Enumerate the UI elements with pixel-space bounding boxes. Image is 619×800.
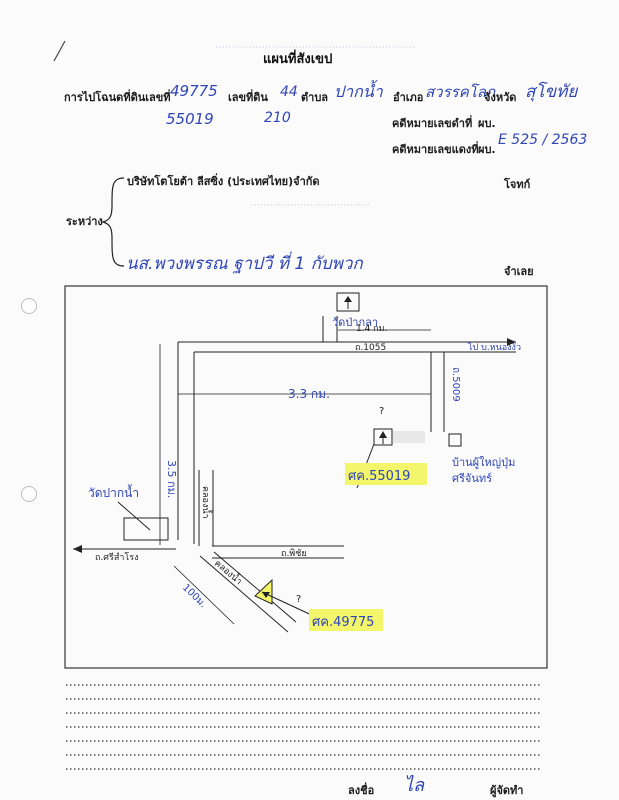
land-number-2: 210 [264, 110, 291, 126]
plot-49775-highlight [309, 609, 383, 631]
province-value: สุโขทัย [525, 82, 578, 102]
deed-number-2: 55019 [166, 110, 214, 128]
marker-2-label: ? [296, 594, 301, 605]
temple-top-box [336, 292, 360, 312]
dimension-100m [173, 565, 235, 625]
case-black-prefix: ผบ. [478, 117, 496, 130]
road-srisamrong-label: ถ.ศรีสำโรง [95, 552, 138, 563]
signature: ไล [404, 775, 425, 796]
road-5009-label: ถ.5009 [450, 367, 461, 402]
case-red-value: E 525 / 2563 [498, 132, 588, 148]
plaintiff-role: โจทก์ [504, 178, 531, 191]
road-arrow-left [73, 545, 82, 553]
province-label: จังหวัด [484, 91, 517, 104]
road-1055-label: ถ.1055 [355, 343, 386, 353]
district-label: อำเภอ [393, 91, 424, 104]
pen-slash-mark [53, 40, 66, 62]
plot-55019-highlight [345, 463, 427, 485]
plot-49775-label: ศค.49775 [312, 615, 374, 630]
subdistrict-label: ตำบล [301, 91, 329, 104]
bleed-through-mark: ⋯⋯⋯⋯⋯⋯⋯⋯⋯⋯⋯⋯ [250, 200, 370, 211]
plot-55019-label: ศค.55019 [348, 469, 410, 484]
canal-vertical-label: คลองน้ำ [200, 486, 213, 519]
diagonal-canal-2 [213, 551, 297, 623]
house-label-2: ศรีจันทร์ [452, 472, 492, 485]
between-brace [100, 177, 125, 267]
plot-55019-smudge [393, 431, 425, 443]
case-red-label: คดีหมายเลขแดงที่ [392, 143, 479, 156]
defendant-name: นส.พวงพรรณ ฐาปวี ที่ 1 กับพวก [126, 254, 363, 274]
subdistrict-value: ปากน้ำ [334, 82, 383, 101]
defendant-role: จำเลย [504, 265, 534, 278]
plot-49775-pointer [261, 591, 319, 619]
temple-left-box [123, 517, 169, 541]
bleed-through-mark: ⋯⋯⋯⋯⋯⋯⋯⋯⋯⋯⋯⋯⋯⋯⋯⋯⋯⋯⋯⋯ [215, 42, 415, 53]
land-number-1: 44 [280, 84, 298, 100]
road-pichai-label: ถ.พิชัย [281, 548, 307, 559]
diagonal-canal-1 [199, 555, 289, 633]
deed-label: การไปโฉนดที่ดินเลขที่ [64, 91, 171, 104]
road-arrow-right [507, 338, 516, 346]
between-label: ระหว่าง [66, 215, 103, 228]
dist-3-5km-label: 3.5 กม. [165, 460, 178, 498]
plot-55019-box [373, 428, 393, 446]
punch-hole-top [21, 298, 37, 314]
marker-1-label: ? [379, 406, 384, 417]
case-red-prefix: ผบ. [478, 143, 496, 156]
case-black-label: คดีหมายเลขดำที่ [392, 117, 473, 130]
preparer-role: ผู้จัดทำ [490, 784, 524, 797]
dist-1-4km-label: 1.4 กม. [356, 324, 387, 334]
dist-3-3km-label: 3.3 กม. [288, 387, 330, 401]
punch-hole-bottom [21, 486, 37, 502]
house-box [448, 433, 462, 447]
land-number-label: เลขที่ดิน [228, 91, 268, 104]
temple-top-label: วัดป่ากลา [332, 316, 378, 329]
deed-number-1: 49775 [170, 82, 218, 100]
page-title: แผนที่สังเขป [263, 52, 333, 67]
temple-left-label: วัดปากน้ำ [88, 484, 139, 500]
map-frame [64, 285, 548, 669]
house-label-1: บ้านผู้ใหญ่ปุ่ม [452, 456, 515, 469]
district-value: สวรรคโลก [425, 83, 496, 101]
sign-label: ลงชื่อ [348, 784, 375, 797]
plaintiff-name: บริษัทโตโยต้า ลีสซิ่ง (ประเทศไทย)จำกัด [127, 175, 320, 188]
to-nongngua-label: ไป บ.หนองงั่ว [467, 340, 521, 353]
